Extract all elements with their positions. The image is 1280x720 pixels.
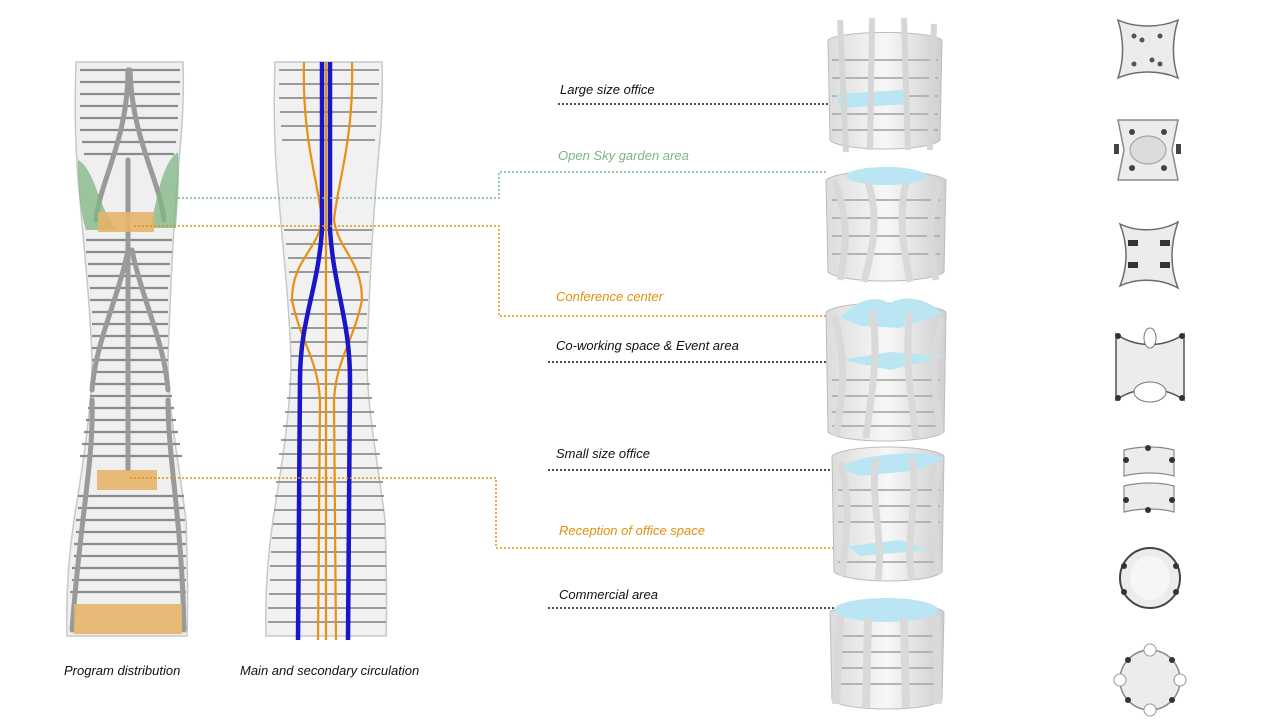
reception-zone: [97, 470, 157, 490]
conference-zone: [98, 212, 154, 232]
circulation-section: [265, 61, 388, 641]
plan-view-2: [1114, 119, 1181, 181]
module-conference-coworking: [825, 298, 947, 442]
connector-lines: [130, 103, 860, 609]
plan-view-7: [1113, 643, 1187, 717]
connector-reception: [130, 477, 860, 549]
module-large-office: [827, 17, 943, 153]
tower-branch-columns: [69, 67, 187, 633]
plan-views: [1113, 18, 1187, 717]
label-small-office: Small size office: [556, 446, 650, 461]
module-sky-garden: [825, 167, 947, 283]
label-commercial: Commercial area: [559, 587, 658, 602]
module-small-office-reception: [831, 446, 945, 582]
main-circulation-paths: [295, 62, 353, 641]
label-coworking: Co-working space & Event area: [556, 338, 739, 353]
program-distribution-section: [66, 61, 189, 637]
commercial-zone: [74, 604, 182, 634]
plan-view-5: [1123, 445, 1175, 513]
label-conference: Conference center: [556, 289, 663, 304]
plan-view-4: [1115, 327, 1185, 403]
connector-sky-garden: [178, 171, 828, 199]
caption-circulation: Main and secondary circulation: [240, 663, 420, 678]
label-sky-garden: Open Sky garden area: [558, 148, 689, 163]
module-commercial: [829, 598, 945, 710]
plan-view-3: [1118, 220, 1180, 290]
plan-view-1: [1116, 18, 1180, 80]
sky-garden-zone-left: [78, 160, 118, 230]
plan-view-6: [1119, 547, 1181, 609]
connector-conference: [134, 225, 842, 317]
caption-program-distribution: Program distribution: [64, 663, 181, 678]
secondary-circulation-paths: [290, 61, 364, 641]
label-reception: Reception of office space: [559, 523, 705, 538]
sky-garden-zone-right: [150, 152, 179, 228]
label-large-office: Large size office: [560, 82, 655, 97]
